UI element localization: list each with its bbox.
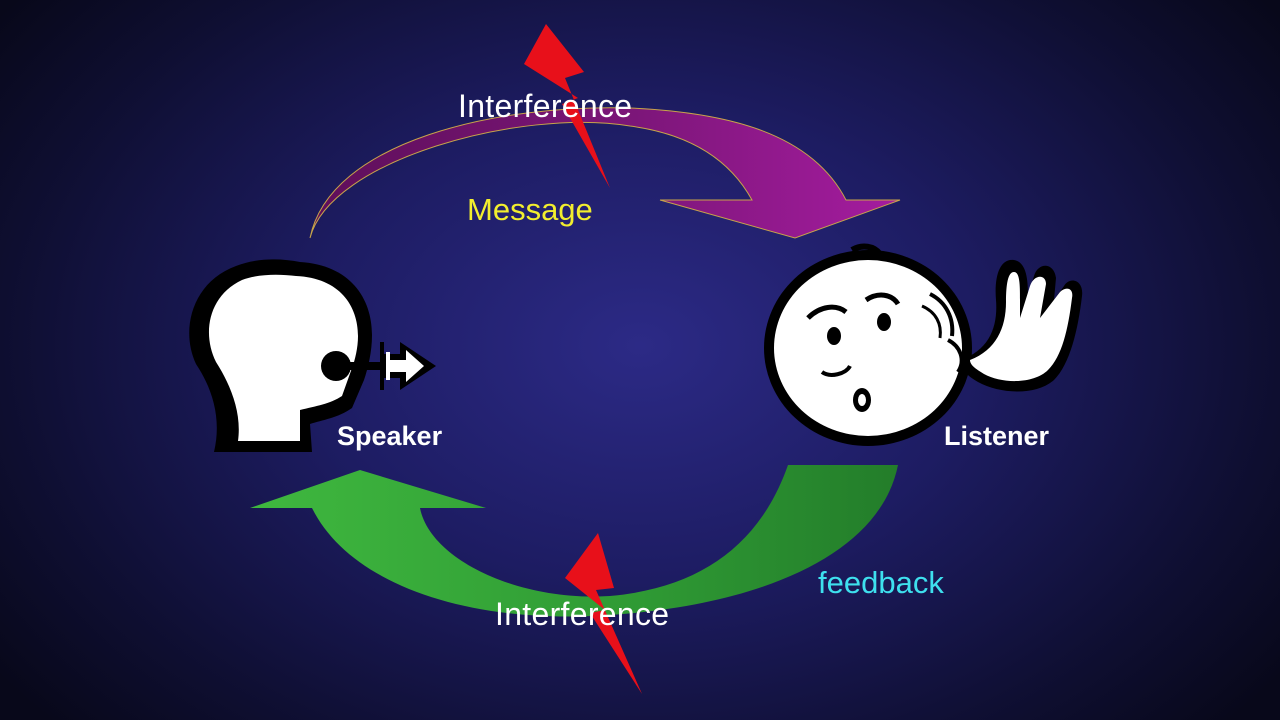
listener-label: Listener [944,423,1049,450]
message-label: Message [467,194,593,225]
feedback-arrow [250,465,898,617]
feedback-label: feedback [818,567,944,598]
listener-face-icon [764,247,1082,446]
speaker-label: Speaker [337,423,442,450]
interference-bottom-label: Interference [495,598,669,630]
interference-top-label: Interference [458,90,632,122]
